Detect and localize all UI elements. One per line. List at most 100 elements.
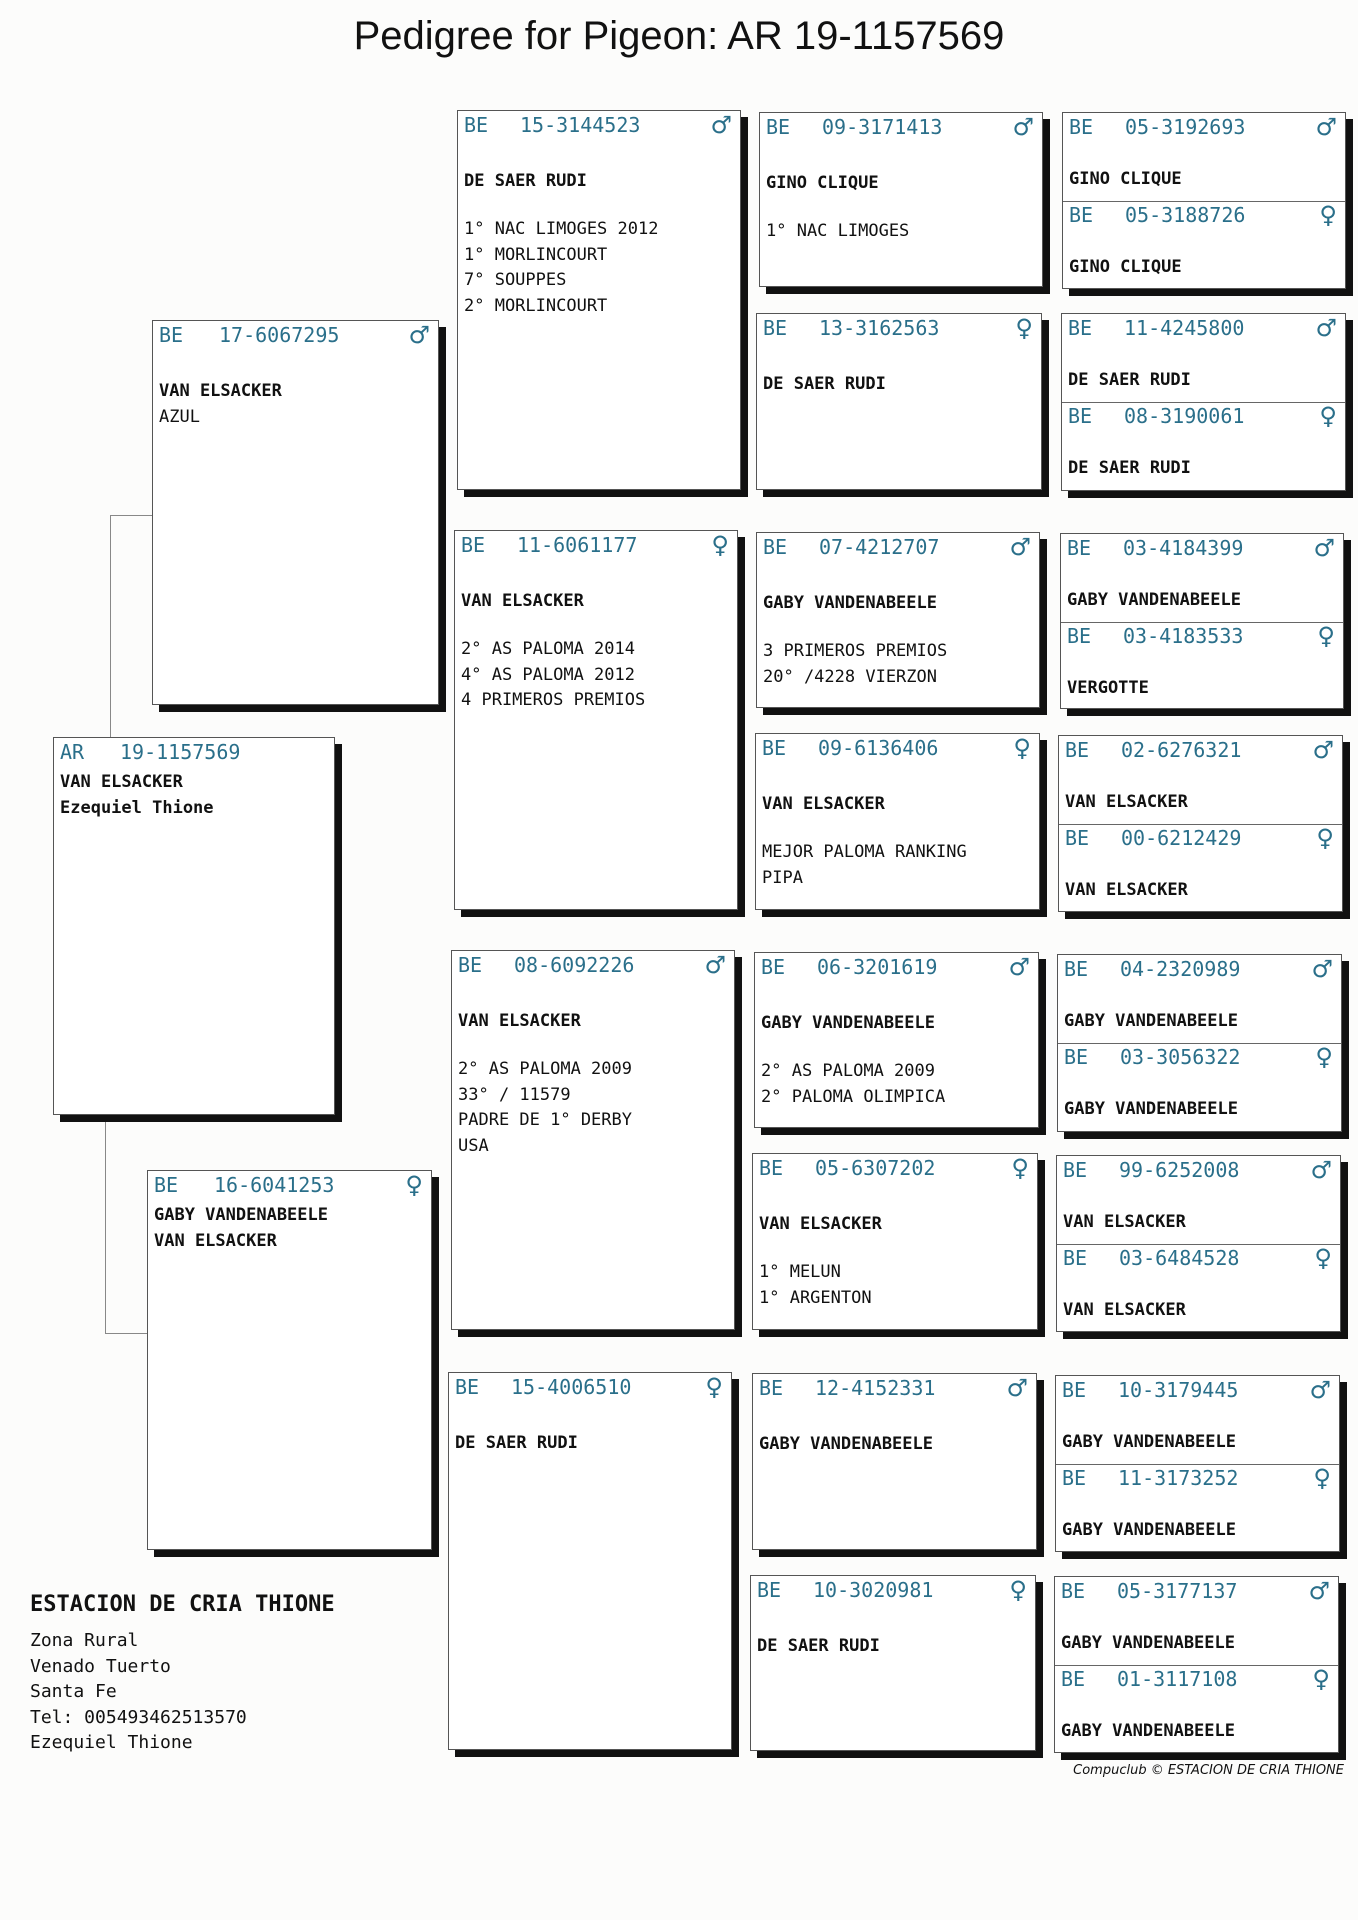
achievements-list: 2° AS PALOMA 2009 33° / 11579 PADRE DE 1… [458,1057,632,1159]
ring-header: BE 05-6307202 ♀ [759,1154,1029,1182]
ring-number: 10-3020981 [813,1578,934,1602]
country-code: BE [458,953,483,977]
country-code: BE [1062,1466,1087,1490]
achievements-list: 1° NAC LIMOGES [766,219,909,245]
color-label: AZUL [159,407,200,427]
achievements-list: 2° AS PALOMA 2009 2° PALOMA OLIMPICA [761,1059,945,1110]
country-code: BE [759,1376,784,1400]
male-symbol-icon: ♂ [1313,534,1335,562]
country-code: BE [1064,1045,1089,1069]
ring-number: 11-6061177 [517,533,638,557]
ring-number: 15-4006510 [511,1375,632,1399]
great-grandparent-card: BE 06-3201619 ♂ GABY VANDENABEELE 2° AS … [754,952,1039,1128]
ring-number: 06-3201619 [817,955,938,979]
female-symbol-icon: ♀ [1011,1154,1029,1182]
pair-divider [1059,824,1342,825]
breeder-name: GABY VANDENABEELE [1064,1099,1238,1119]
breeder-name: GABY VANDENABEELE [1067,590,1241,610]
ring-header: BE 11-3173252 ♀ [1062,1464,1331,1492]
country-code: BE [1069,115,1094,139]
ring-number: 99-6252008 [1119,1158,1240,1182]
ring-number: 09-3171413 [822,115,943,139]
ring-header: BE 13-3162563 ♀ [763,314,1033,342]
subject-pigeon-card: AR 19-1157569 VAN ELSACKER Ezequiel Thio… [53,737,335,1115]
female-symbol-icon: ♀ [1319,402,1337,430]
breeder-name: DE SAER RUDI [464,171,587,191]
female-symbol-icon: ♀ [1315,1043,1333,1071]
country-code: BE [763,535,788,559]
country-code: BE [1063,1158,1088,1182]
ring-header: BE 10-3020981 ♀ [757,1576,1027,1604]
ring-number: 17-6067295 [219,323,340,347]
male-symbol-icon: ♂ [1006,1374,1028,1402]
male-symbol-icon: ♂ [1315,113,1337,141]
country-code: BE [1065,826,1090,850]
copyright-notice: Compuclub © ESTACION DE CRIA THIONE [1073,1763,1344,1778]
female-symbol-icon: ♀ [1009,1576,1027,1604]
ring-number: 10-3179445 [1118,1378,1239,1402]
ring-number: 11-3173252 [1118,1466,1239,1490]
ring-number: 09-6136406 [818,736,939,760]
dam-card: BE 16-6041253 ♀ GABY VANDENABEELE VAN EL… [147,1170,432,1550]
contact-line: Santa Fe [30,1681,117,1702]
breeder-name: GABY VANDENABEELE [1064,1011,1238,1031]
female-symbol-icon: ♀ [705,1373,723,1401]
contact-line: Ezequiel Thione [30,1732,193,1753]
achievement: 20° /4228 VIERZON [763,666,937,687]
ring-number: 03-4183533 [1123,624,1244,648]
breeder-name: DE SAER RUDI [763,374,886,394]
breeder-name: VAN ELSACKER [1065,880,1188,900]
male-symbol-icon: ♂ [1309,1376,1331,1404]
achievement: USA [458,1135,489,1156]
country-code: BE [154,1173,179,1197]
breeder-name: GABY VANDENABEELE [759,1434,933,1454]
male-symbol-icon: ♂ [408,321,430,349]
female-symbol-icon: ♀ [1313,1464,1331,1492]
ring-header: BE 09-6136406 ♀ [762,734,1031,762]
breeder-name: VAN ELSACKER [762,794,885,814]
achievement: 3 PRIMEROS PREMIOS [763,641,948,661]
country-code: BE [464,113,489,137]
achievement: 1° NAC LIMOGES [766,221,910,241]
achievement: PADRE DE 1° DERBY [458,1110,632,1130]
achievement: 2° AS PALOMA 2014 [461,639,635,659]
country-code: BE [1063,1246,1088,1270]
breeder-name: GABY VANDENABEELE [1061,1633,1235,1653]
country-code: BE [1061,1579,1086,1603]
great-grandparent-card: BE 10-3020981 ♀ DE SAER RUDI [750,1575,1036,1751]
country-code: BE [461,533,486,557]
country-code: BE [1067,624,1092,648]
country-code: BE [759,1156,784,1180]
ring-header: BE 15-4006510 ♀ [455,1373,723,1401]
breeder-name: VAN ELSACKER [1063,1212,1186,1232]
country-code: BE [1064,957,1089,981]
breeder-name: GABY VANDENABEELE [1062,1520,1236,1540]
achievement: 2° AS PALOMA 2009 [761,1061,935,1081]
great-grandparent-card: BE 09-6136406 ♀ VAN ELSACKER MEJOR PALOM… [755,733,1040,910]
ring-header: BE 06-3201619 ♂ [761,953,1030,981]
country-code: BE [757,1578,782,1602]
country-code: BE [1068,316,1093,340]
ring-number: 03-4184399 [1123,536,1244,560]
breeder-name: GABY VANDENABEELE [761,1013,935,1033]
pair-divider [1062,402,1345,403]
male-symbol-icon: ♂ [1009,533,1031,561]
breeder-name: VAN ELSACKER [1063,1300,1186,1320]
country-code: BE [159,323,184,347]
female-symbol-icon: ♀ [1013,734,1031,762]
ring-number: 19-1157569 [120,740,241,764]
achievements-list: 3 PRIMEROS PREMIOS 20° /4228 VIERZON [763,639,947,690]
female-symbol-icon: ♀ [1314,1244,1332,1272]
ring-number: 03-3056322 [1120,1045,1241,1069]
achievements-list: 1° NAC LIMOGES 2012 1° MORLINCOURT 7° SO… [464,217,658,319]
female-symbol-icon: ♀ [1319,201,1337,229]
female-symbol-icon: ♀ [711,531,729,559]
male-symbol-icon: ♂ [1012,113,1034,141]
ring-header: BE 09-3171413 ♂ [766,113,1034,141]
